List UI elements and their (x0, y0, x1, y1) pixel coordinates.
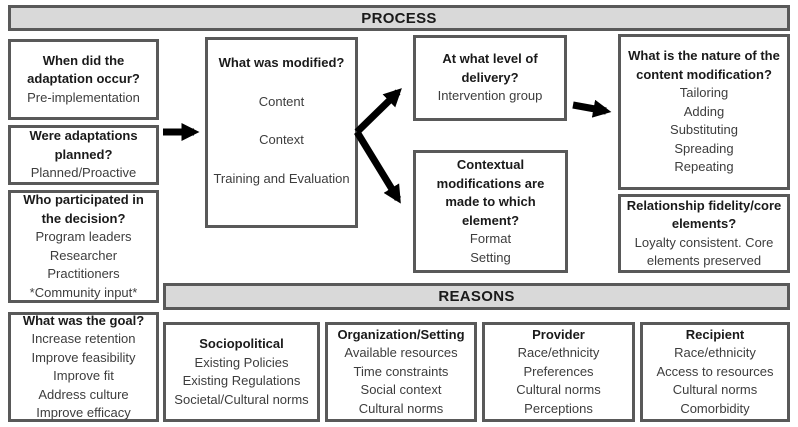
box-item: Race/ethnicity (517, 345, 600, 361)
box-item: Format (469, 231, 512, 246)
box-item: Researcher (49, 247, 118, 263)
box-heading: Sociopolitical (199, 336, 284, 351)
box-item: Training and Evaluation (213, 170, 350, 186)
box-heading: Provider (532, 326, 585, 342)
box-item: Time constraints (353, 363, 449, 379)
box-heading: Organization/Setting (337, 326, 465, 342)
box-item: Context (259, 132, 304, 147)
box-item: Improve fit (53, 368, 114, 383)
box-item: Race/ethnicity (674, 345, 756, 361)
arrow-to-contextual-icon (354, 130, 401, 204)
process-header: PROCESS (8, 5, 790, 31)
box-item: Increase retention (31, 331, 136, 346)
box-item: Available resources (344, 345, 458, 361)
box-item: Cultural norms (672, 382, 758, 398)
box-item: Improve feasibility (31, 349, 136, 365)
box-contextual-modifications: Contextual modifications are made to whi… (413, 150, 568, 273)
arrow-to-nature-icon (572, 99, 612, 118)
box-sociopolitical: Sociopolitical Existing Policies Existin… (163, 322, 320, 422)
box-who-participated: Who participated in the decision? Progra… (8, 190, 159, 303)
box-item: Program leaders (35, 229, 132, 244)
box-relationship-fidelity: Relationship fidelity/core elements? Loy… (618, 194, 790, 273)
box-item: Existing Regulations (182, 373, 301, 388)
box-heading: Recipient (685, 326, 745, 342)
box-item: Address culture (38, 386, 129, 402)
box-item: Tailoring (679, 85, 729, 101)
box-item: Substituting (670, 122, 738, 138)
box-heading: What was the goal? (22, 312, 145, 328)
box-item: Content (258, 93, 305, 109)
box-organization-setting: Organization/Setting Available resources… (325, 322, 477, 422)
box-level-of-delivery: At what level of delivery? Intervention … (413, 35, 567, 121)
box-item: Planned/Proactive (30, 165, 137, 181)
box-item: Pre-implementation (27, 89, 140, 105)
box-heading: At what level of delivery? (442, 51, 538, 85)
box-nature-of-modification: What is the nature of the content modifi… (618, 34, 790, 190)
box-adaptations-planned: Were adaptations planned? Planned/Proact… (8, 125, 159, 185)
box-item: Comorbidity (680, 400, 750, 416)
box-heading: Contextual modifications are made to whi… (436, 157, 545, 228)
box-provider: Provider Race/ethnicity Preferences Cult… (482, 322, 635, 422)
box-item: Repeating (674, 159, 734, 175)
box-item: Preferences (523, 363, 594, 379)
box-heading: Who participated in the decision? (23, 192, 144, 226)
box-item: Cultural norms (358, 400, 444, 416)
box-item: Loyalty consistent. Core elements preser… (634, 234, 774, 269)
box-item: Social context (360, 382, 442, 398)
box-item: Setting (470, 249, 511, 265)
arrow-to-delivery-icon (354, 88, 402, 135)
box-item: Practitioners (47, 266, 120, 281)
process-header-label: PROCESS (361, 9, 437, 27)
box-heading: Relationship fidelity/core elements? (626, 197, 782, 232)
box-what-was-goal: What was the goal? Increase retention Im… (8, 312, 159, 422)
box-item: Perceptions (524, 400, 593, 416)
box-item: Societal/Cultural norms (174, 391, 309, 407)
box-heading: What was modified? (218, 55, 345, 70)
box-item: Access to resources (656, 363, 774, 379)
box-item: Improve efficacy (36, 405, 131, 420)
box-item: Spreading (674, 140, 734, 156)
box-heading: What is the nature of the content modifi… (628, 48, 780, 82)
reasons-header: REASONS (163, 283, 790, 310)
box-item: Existing Policies (194, 354, 289, 370)
box-heading: When did the adaptation occur? (27, 52, 140, 87)
box-item: Intervention group (437, 88, 543, 104)
box-item: Cultural norms (516, 382, 601, 398)
box-item: Adding (683, 103, 725, 119)
box-what-was-modified: What was modified? Content Context Train… (205, 37, 358, 228)
box-when-adaptation-occurred: When did the adaptation occur? Pre-imple… (8, 39, 159, 120)
reasons-header-label: REASONS (438, 288, 515, 305)
box-recipient: Recipient Race/ethnicity Access to resou… (640, 322, 790, 422)
box-heading: Were adaptations planned? (29, 128, 138, 162)
box-item: *Community input* (29, 284, 138, 300)
